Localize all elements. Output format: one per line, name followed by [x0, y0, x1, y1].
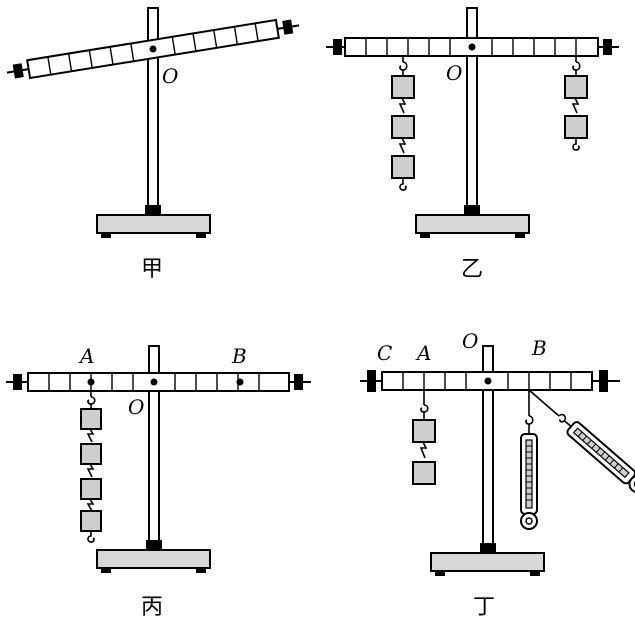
stand-pole	[482, 345, 494, 545]
spring-balance-vertical	[520, 390, 538, 530]
weight-stack-a	[412, 390, 436, 485]
panel-ding: C A O B	[360, 329, 635, 620]
weight-stack-right	[564, 56, 588, 151]
panel-jia: O 甲	[6, 7, 300, 282]
panel-yi: O 乙	[326, 7, 619, 282]
stand-base	[430, 543, 545, 576]
lever-bar	[6, 372, 311, 392]
stand-pole	[148, 345, 160, 542]
panel-caption: 丙	[141, 595, 163, 620]
label-a: A	[78, 344, 94, 368]
stand-base	[96, 540, 211, 573]
pivot-point	[150, 378, 158, 386]
label-a: A	[415, 341, 431, 365]
pivot-point	[468, 43, 476, 51]
panel-caption: 丁	[473, 595, 495, 620]
point-b	[236, 378, 244, 386]
label-o: O	[462, 329, 478, 353]
spring-balance-tilted	[528, 389, 635, 494]
label-o: O	[446, 61, 462, 85]
stand-base	[415, 205, 530, 238]
label-b: B	[531, 336, 547, 360]
point-a	[87, 378, 95, 386]
pivot-point	[484, 377, 492, 385]
stand-pole	[147, 7, 159, 207]
stand-base	[96, 205, 211, 238]
label-b: B	[231, 344, 247, 368]
label-o: O	[128, 395, 144, 419]
label-c: C	[377, 341, 392, 365]
label-o: O	[162, 64, 178, 88]
weight-stack-left	[391, 56, 415, 191]
pivot-point	[149, 45, 157, 53]
stand-pole	[466, 7, 478, 207]
weight-stack-a	[80, 391, 102, 543]
panel-caption: 乙	[461, 257, 483, 282]
panel-bing: A B O 丙	[6, 344, 311, 620]
panel-caption: 甲	[141, 257, 163, 282]
